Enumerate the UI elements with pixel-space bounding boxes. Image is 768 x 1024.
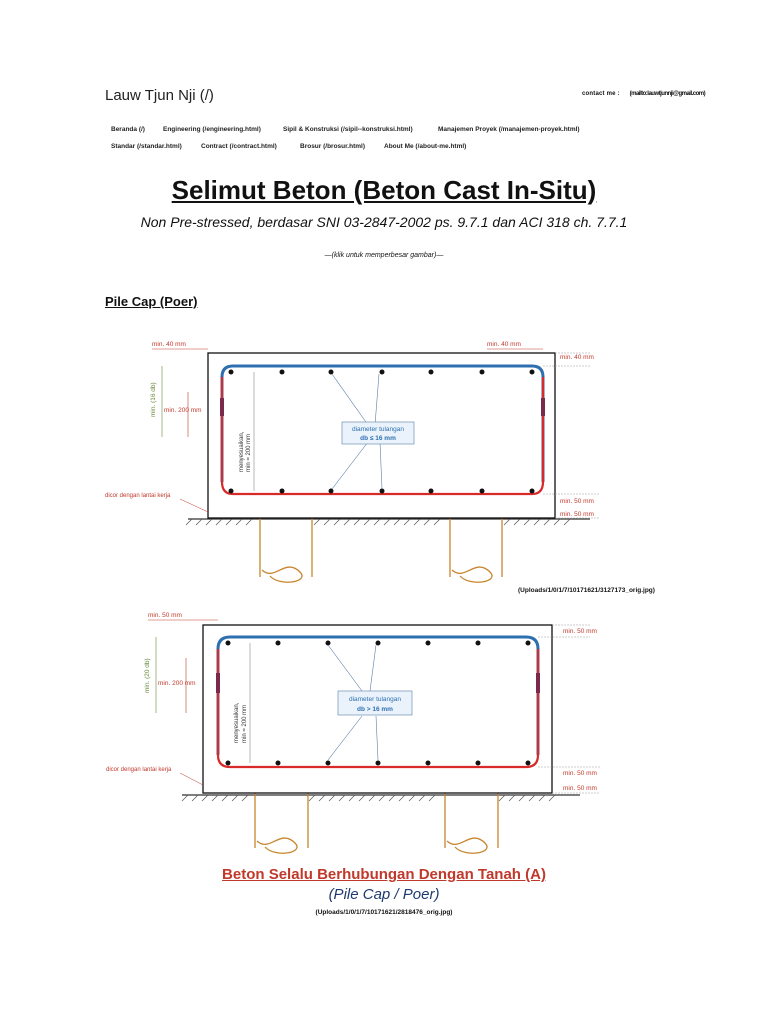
left-min-dim-label-2: min. 200 mm — [158, 680, 196, 687]
right-bottom-dim-label-2-1: min. 50 mm — [563, 770, 597, 777]
figure-2-link[interactable]: (Uploads/1/0/1/7/10171621/2818476_orig.j… — [315, 909, 453, 916]
diameter-label-1: diameter tulangan — [352, 426, 404, 433]
piles — [259, 507, 503, 583]
top-rebar-2 — [216, 635, 540, 755]
top-right-dim-label: min. 40 mm — [487, 341, 521, 348]
lap-splice-left — [220, 398, 224, 416]
section-heading: Pile Cap (Poer) — [105, 294, 198, 309]
nav-sipil-konstruksi[interactable]: Sipil & Konstruksi (/sipil--konstruksi.h… — [283, 126, 413, 133]
top-left-dim-label-2: min. 50 mm — [148, 612, 182, 619]
lap-splice-left-2 — [216, 673, 220, 693]
center-vertical-label-2: min = 200 mm — [246, 434, 252, 472]
rebar-dots — [228, 369, 535, 494]
contact-area: contact me : (mailto:lauwtjunnji@gmail.c… — [582, 91, 706, 97]
right-bottom-dim-label-2: min. 50 mm — [560, 511, 594, 518]
diameter-box — [341, 421, 415, 445]
rebar-dots-2 — [225, 640, 531, 766]
cast-label-2: dicor dengan lantai kerja — [106, 767, 172, 773]
caption-main: Beton Selalu Berhubungan Dengan Tanah (A… — [222, 866, 546, 883]
figure-1-link[interactable]: (Uploads/1/0/1/7/10171621/3127173_orig.j… — [518, 587, 655, 594]
right-bottom-dim-label-1: min. 50 mm — [560, 498, 594, 505]
page-title: Selimut Beton (Beton Cast In-Situ) — [171, 175, 597, 205]
ground-hatch-2 — [181, 794, 556, 802]
nav-brosur[interactable]: Brosur (/brosur.html) — [300, 143, 366, 150]
pointer-lines-2 — [327, 644, 379, 761]
caption-sub: (Pile Cap / Poer) — [328, 886, 440, 903]
diameter-box-2 — [337, 690, 413, 716]
nav-about-me[interactable]: About Me (/about-me.html) — [384, 143, 467, 150]
diameter-label-2: db ≤ 16 mm — [360, 435, 396, 442]
pointer-lines — [331, 373, 383, 490]
nav-standar[interactable]: Standar (/standar.html) — [111, 143, 182, 150]
top-rebar — [220, 364, 545, 482]
contact-label: contact me : — [582, 91, 620, 97]
center-vertical-label-1: menyesuaikan, — [239, 431, 245, 472]
cast-label: dicor dengan lantai kerja — [105, 493, 171, 499]
left-min-dim-label: min. 200 mm — [164, 407, 202, 414]
site-title[interactable]: Lauw Tjun Nji (/) — [105, 87, 214, 104]
lap-splice-right — [541, 398, 545, 416]
left-vertical-dim-label: min. (16 db) — [150, 382, 157, 417]
diameter-label-2-2: db > 16 mm — [357, 706, 393, 713]
right-bottom-dim-label-2-2: min. 50 mm — [563, 785, 597, 792]
nav-contract[interactable]: Contract (/contract.html) — [201, 143, 277, 150]
right-top-dim-label-2: min. 50 mm — [563, 628, 597, 635]
ground-hatch — [185, 518, 571, 526]
left-vertical-dim-label-2: min. (20 db) — [144, 658, 151, 693]
contact-email-link[interactable]: (mailto:lauwtjunnji@gmail.com) — [629, 91, 706, 97]
lap-splice-right-2 — [536, 673, 540, 693]
center-vertical-label-2-1: menyesuaikan, — [234, 702, 240, 743]
diameter-label-2-1: diameter tulangan — [349, 696, 401, 703]
click-hint: —(klik untuk memperbesar gambar)— — [324, 252, 444, 259]
top-left-dim-label: min. 40 mm — [152, 341, 186, 348]
pile-cap-diagram-2[interactable]: diameter tulangan db > 16 mm menyesuaika… — [100, 603, 620, 863]
center-vertical-label-2-2: min = 200 mm — [242, 705, 248, 743]
bottom-rebar — [220, 377, 545, 496]
bottom-rebar-2 — [216, 649, 540, 769]
right-top-dim-label: min. 40 mm — [560, 354, 594, 361]
nav-engineering[interactable]: Engineering (/engineering.html) — [163, 126, 261, 133]
nav-manajemen-proyek[interactable]: Manajemen Proyek (/manajemen-proyek.html… — [438, 126, 580, 133]
pile-cap-diagram-1[interactable]: diameter tulangan db ≤ 16 mm menyesuaika… — [100, 332, 620, 587]
page-subtitle: Non Pre-stressed, berdasar SNI 03-2847-2… — [140, 214, 628, 230]
nav-beranda[interactable]: Beranda (/) — [111, 126, 145, 133]
